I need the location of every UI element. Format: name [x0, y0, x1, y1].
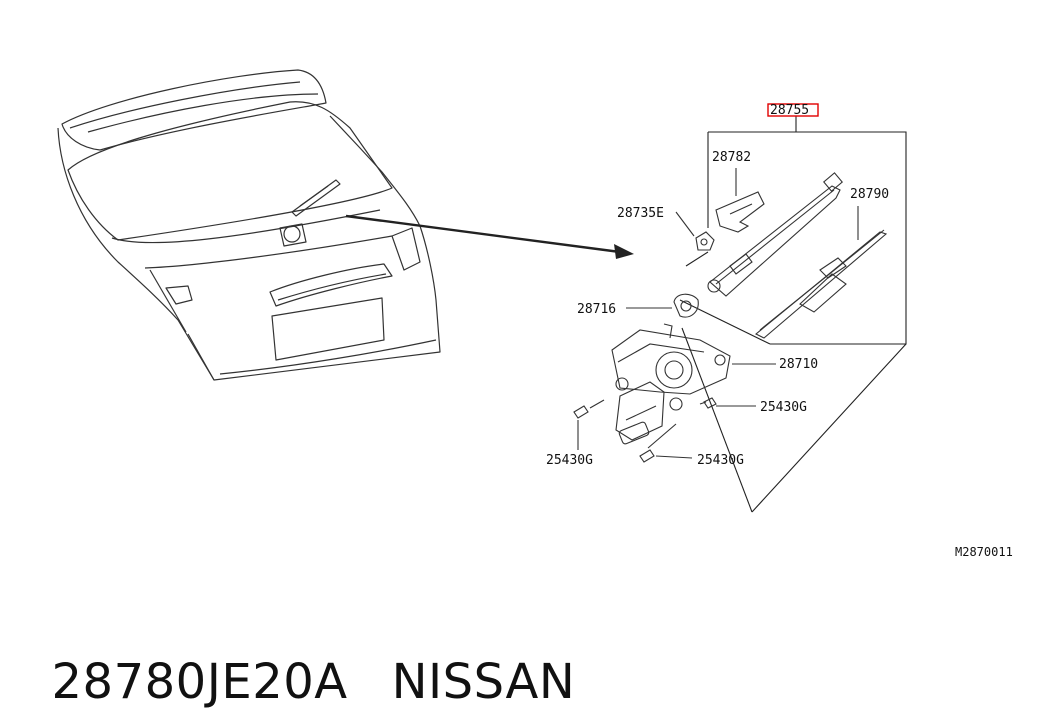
screw-left — [573, 399, 605, 450]
brand-name: NISSAN — [391, 654, 576, 710]
pointer-arrow — [345, 214, 634, 259]
screw-bottom — [639, 423, 693, 463]
screw-right — [699, 397, 756, 409]
part-label-28790[interactable]: 28790 — [850, 187, 889, 202]
highlight-box — [767, 103, 819, 117]
wiper-assy-bracket — [679, 116, 907, 513]
part-label-28782[interactable]: 28782 — [712, 150, 751, 165]
diagram-reference-code: M2870011 — [955, 545, 1013, 559]
part-label-28710[interactable]: 28710 — [779, 357, 818, 372]
seal — [626, 293, 699, 318]
wiper-blade — [754, 206, 888, 339]
wiper-arm — [707, 172, 843, 297]
part-label-25430G-bottom[interactable]: 25430G — [697, 453, 744, 468]
wiper-cap — [715, 168, 765, 233]
tailgate-illustration — [57, 69, 441, 381]
part-label-28755[interactable]: 28755 — [770, 103, 809, 118]
part-number: 28780JE20A — [51, 654, 348, 710]
part-label-25430G-left[interactable]: 25430G — [546, 453, 593, 468]
part-label-28716[interactable]: 28716 — [577, 302, 616, 317]
wiper-motor — [611, 323, 776, 445]
part-title: 28780JE20A NISSAN — [20, 598, 575, 710]
nut — [675, 211, 715, 251]
parts-diagram: 28755 28782 28735E 28790 28716 28710 254… — [57, 69, 1013, 559]
part-label-25430G-right[interactable]: 25430G — [760, 400, 807, 415]
part-label-28735E[interactable]: 28735E — [617, 206, 664, 221]
